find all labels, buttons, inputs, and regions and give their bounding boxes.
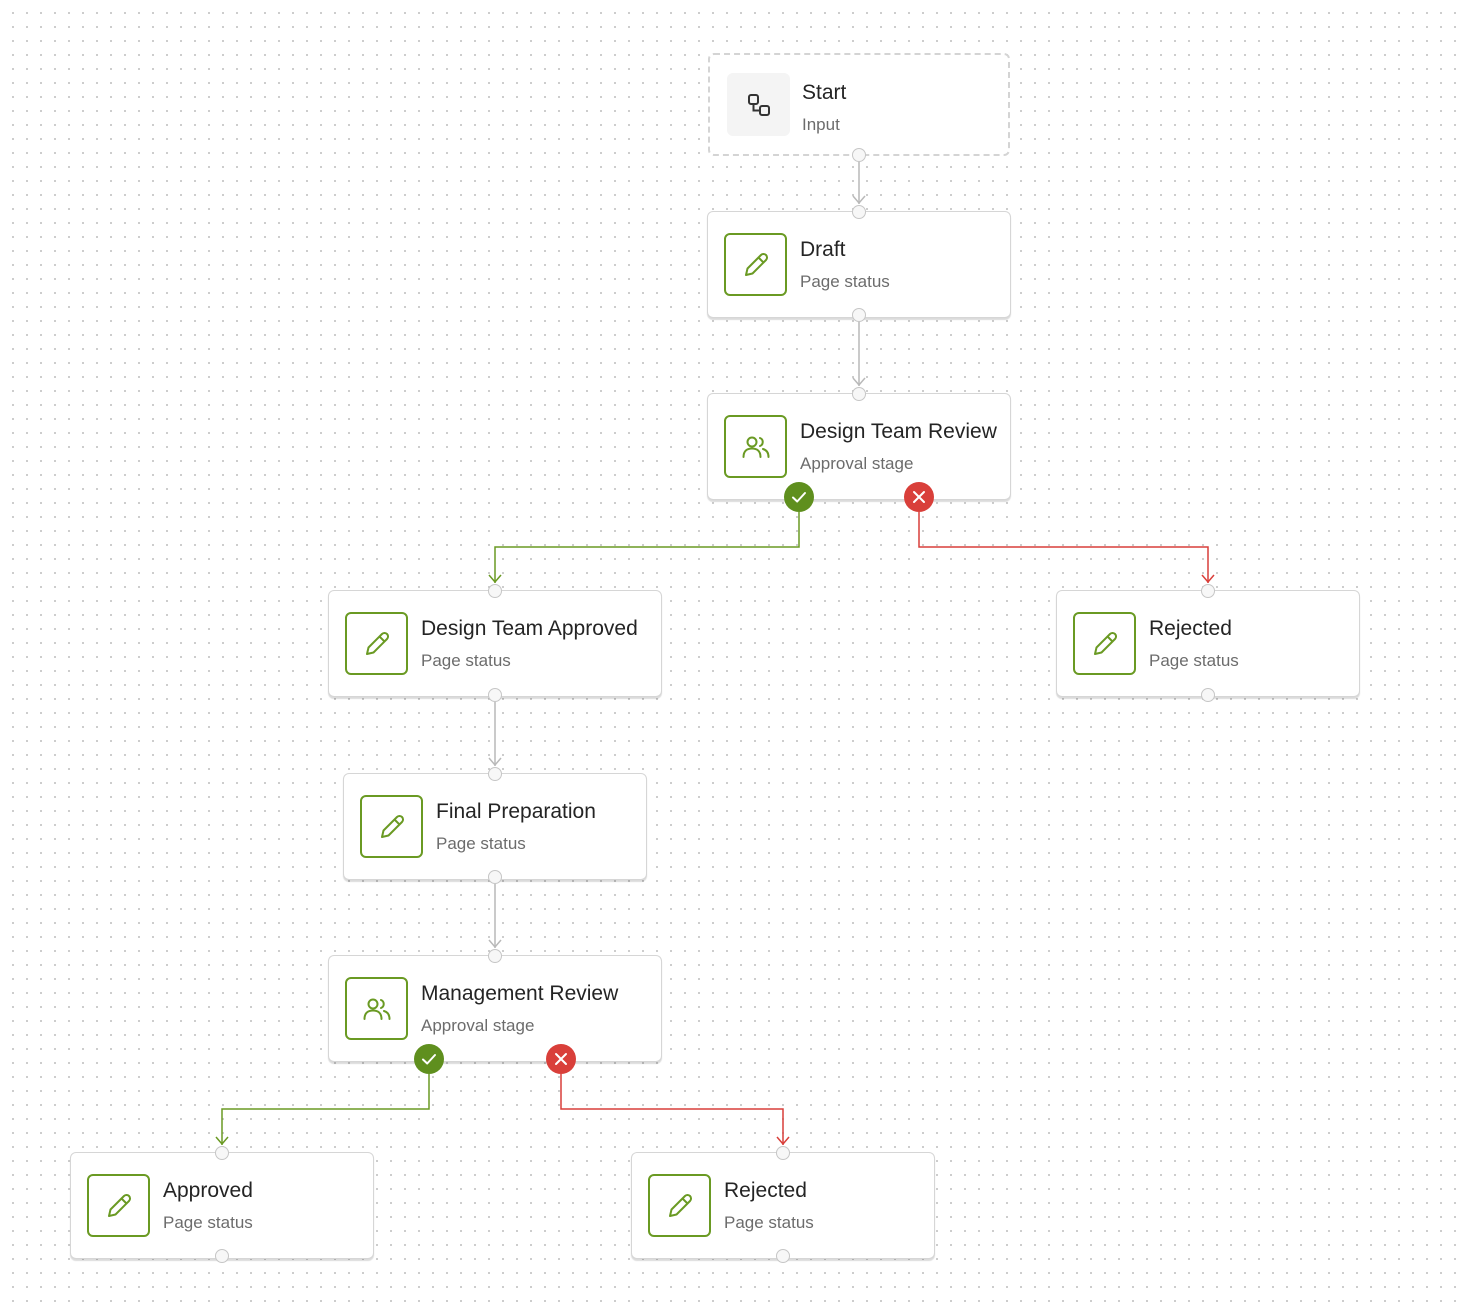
node-subtitle: Input [802, 115, 840, 134]
output-port[interactable] [215, 1249, 229, 1263]
input-port[interactable] [852, 387, 866, 401]
approve-check-icon[interactable] [414, 1044, 444, 1074]
pencil-icon [87, 1174, 150, 1237]
reject-x-icon[interactable] [904, 482, 934, 512]
pencil-icon [724, 233, 787, 296]
output-port[interactable] [776, 1249, 790, 1263]
node-rejected-design[interactable]: Rejected Page status [1056, 590, 1360, 697]
output-port[interactable] [852, 308, 866, 322]
node-subtitle: Page status [1149, 651, 1239, 670]
node-title: Design Team Approved [421, 617, 638, 640]
node-title: Start [802, 81, 847, 104]
node-draft[interactable]: Draft Page status [707, 211, 1011, 318]
approve-check-icon[interactable] [784, 482, 814, 512]
node-design-team-approved[interactable]: Design Team Approved Page status [328, 590, 662, 697]
node-subtitle: Approval stage [800, 454, 914, 473]
people-icon [724, 415, 787, 478]
node-title: Approved [163, 1179, 253, 1202]
input-port[interactable] [488, 949, 502, 963]
arrowhead [852, 195, 866, 205]
output-port[interactable] [852, 148, 866, 162]
connector-design-review-approve [494, 512, 800, 583]
node-approved[interactable]: Approved Page status [70, 1152, 374, 1259]
node-design-team-review[interactable]: Design Team Review Approval stage [707, 393, 1011, 500]
output-port[interactable] [488, 870, 502, 884]
node-subtitle: Page status [724, 1213, 814, 1232]
pencil-icon [1073, 612, 1136, 675]
node-title: Design Team Review [800, 420, 997, 443]
connector-mgmt-review-approve [221, 1074, 430, 1145]
flow-nodes-icon [727, 73, 790, 136]
pencil-icon [648, 1174, 711, 1237]
arrowhead [852, 377, 866, 387]
arrowhead [488, 939, 502, 949]
connector-design-review-reject [918, 512, 1209, 583]
node-final-preparation[interactable]: Final Preparation Page status [343, 773, 647, 880]
output-port[interactable] [488, 688, 502, 702]
people-icon [345, 977, 408, 1040]
pencil-icon [345, 612, 408, 675]
node-subtitle: Page status [436, 834, 526, 853]
arrowhead [488, 574, 502, 584]
pencil-icon [360, 795, 423, 858]
input-port[interactable] [488, 584, 502, 598]
node-subtitle: Approval stage [421, 1016, 535, 1035]
node-subtitle: Page status [163, 1213, 253, 1232]
arrowhead [488, 757, 502, 767]
output-port[interactable] [1201, 688, 1215, 702]
arrowhead [215, 1136, 229, 1146]
node-title: Draft [800, 238, 846, 261]
connector-mgmt-review-reject [560, 1074, 784, 1145]
input-port[interactable] [852, 205, 866, 219]
node-rejected-management[interactable]: Rejected Page status [631, 1152, 935, 1259]
arrowhead [776, 1136, 790, 1146]
reject-x-icon[interactable] [546, 1044, 576, 1074]
node-subtitle: Page status [800, 272, 890, 291]
node-title: Rejected [724, 1179, 807, 1202]
arrowhead [1201, 574, 1215, 584]
node-title: Final Preparation [436, 800, 596, 823]
node-subtitle: Page status [421, 651, 511, 670]
node-title: Management Review [421, 982, 619, 1005]
input-port[interactable] [215, 1146, 229, 1160]
node-management-review[interactable]: Management Review Approval stage [328, 955, 662, 1062]
input-port[interactable] [776, 1146, 790, 1160]
node-title: Rejected [1149, 617, 1232, 640]
input-port[interactable] [1201, 584, 1215, 598]
node-start[interactable]: Start Input [708, 53, 1010, 156]
input-port[interactable] [488, 767, 502, 781]
